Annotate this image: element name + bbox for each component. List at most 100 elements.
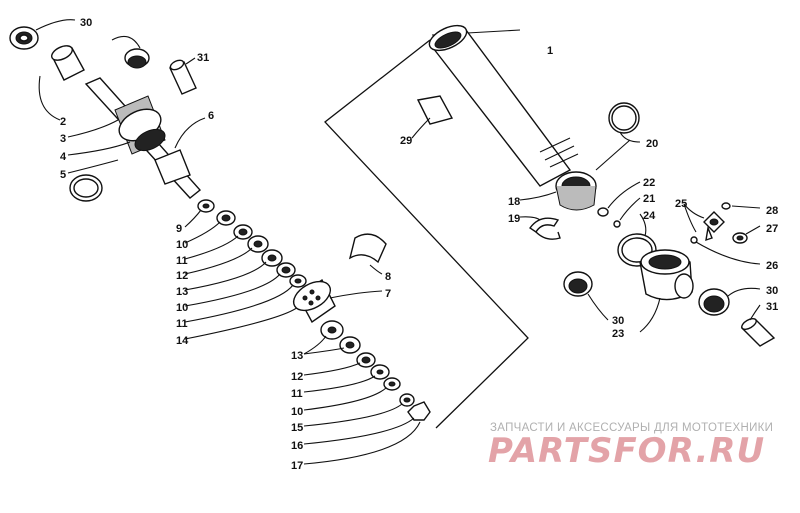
leader-29 [411, 117, 431, 139]
part-8-piston-band [348, 233, 387, 264]
part-28-screw [721, 202, 731, 210]
callout-3: 3 [60, 133, 66, 145]
part-30-bushing-bottom [698, 288, 730, 316]
leader-30a [35, 19, 76, 31]
leader-24 [639, 213, 647, 237]
part-1-shock-body [428, 24, 579, 187]
leader-13a [184, 261, 267, 291]
part-31-sleeve-bottom [740, 318, 776, 347]
callout-7: 7 [385, 288, 391, 300]
callout-12a: 12 [176, 270, 188, 282]
callout-27: 27 [766, 223, 778, 235]
callout-13a: 13 [176, 286, 188, 298]
leader-18 [519, 191, 557, 201]
callout-11c: 11 [291, 388, 303, 400]
callout-17: 17 [291, 460, 303, 472]
callout-16: 16 [291, 440, 303, 452]
leader-10a [184, 221, 221, 244]
callout-23: 23 [612, 328, 624, 340]
callout-1: 1 [547, 45, 553, 57]
leader-25-b [683, 203, 697, 233]
part-3-shaft [84, 77, 202, 199]
leader-14 [184, 304, 301, 340]
leader-27 [745, 225, 761, 235]
callout-31b: 31 [766, 301, 778, 313]
leader-8 [369, 264, 383, 275]
leader-19 [519, 216, 541, 221]
callout-14: 14 [176, 335, 189, 347]
leader-12b [303, 362, 361, 376]
callout-10b: 10 [176, 302, 188, 314]
part-21-pin [613, 220, 621, 228]
callout-30b: 30 [612, 315, 624, 327]
leader-6 [174, 117, 206, 149]
callout-11b: 11 [176, 318, 188, 330]
callout-18: 18 [508, 196, 520, 208]
callout-30a: 30 [80, 17, 92, 29]
callout-25: 25 [675, 198, 687, 210]
leader-3 [67, 119, 119, 138]
leader-30c [727, 287, 761, 297]
leader-31b [749, 304, 761, 321]
callout-4: 4 [60, 151, 67, 163]
callout-21: 21 [643, 193, 655, 205]
callout-12b: 12 [291, 371, 303, 383]
leader-17 [303, 421, 421, 465]
part-27-cap [732, 232, 748, 244]
leader-20 [619, 131, 641, 143]
leader-2 [38, 75, 61, 121]
leader-7 [329, 290, 383, 299]
callout-19: 19 [508, 213, 520, 225]
callout-22: 22 [643, 177, 655, 189]
callout-30c: 30 [766, 285, 778, 297]
part-29-label-decal [416, 95, 454, 125]
callout-8: 8 [385, 271, 391, 283]
callout-15: 15 [291, 422, 303, 434]
leader-5 [67, 159, 119, 174]
part-17-nut [407, 401, 431, 421]
part-23-end-cap [639, 249, 694, 301]
leader-21 [619, 197, 641, 221]
part-31-sleeve [169, 59, 197, 95]
leader-25 [683, 203, 705, 219]
washer-stack-lower [320, 320, 431, 421]
part-19-clip [529, 217, 561, 240]
callout-2: 2 [60, 116, 66, 128]
callout-10a: 10 [176, 239, 188, 251]
leader-12a [184, 247, 253, 275]
leader-30a-right [111, 35, 141, 49]
callout-10c: 10 [291, 406, 303, 418]
leader-10b [184, 273, 281, 307]
part-22-washer [597, 207, 609, 217]
callout-6: 6 [208, 110, 214, 122]
callout-29: 29 [400, 135, 412, 147]
leader-9 [184, 209, 202, 228]
callout-labels: 3031234569101112131011148713121110151617… [60, 17, 778, 472]
part-30-bushing-right [124, 48, 150, 69]
part-5-o-ring [69, 174, 103, 202]
callout-5: 5 [60, 169, 66, 181]
part-18-collar [555, 171, 597, 211]
callout-13b: 13 [291, 350, 303, 362]
leader-28 [731, 205, 761, 209]
washer-stack-upper [197, 199, 307, 288]
assembly-boundary-line [324, 39, 529, 429]
part-7-piston [292, 278, 336, 324]
callout-26: 26 [766, 260, 778, 272]
part-30-bushing-top [9, 26, 39, 50]
part-25-valve [703, 211, 725, 242]
callout-20: 20 [646, 138, 658, 150]
watermark-caption: ЗАПЧАСТИ И АКСЕССУАРЫ ДЛЯ МОТОТЕХНИКИ [490, 422, 773, 434]
leader-23 [639, 297, 661, 333]
part-2-eye-bushing [51, 45, 85, 81]
leader-11b [184, 284, 294, 323]
leader-20-body [595, 139, 631, 171]
leader-10c [303, 387, 387, 411]
callout-31a: 31 [197, 52, 209, 64]
leader-26 [695, 241, 761, 265]
leader-11a [184, 235, 239, 260]
leader-4 [67, 141, 131, 156]
watermark-logo: PARTSFOR.RU [488, 431, 765, 471]
leader-16 [303, 417, 415, 445]
